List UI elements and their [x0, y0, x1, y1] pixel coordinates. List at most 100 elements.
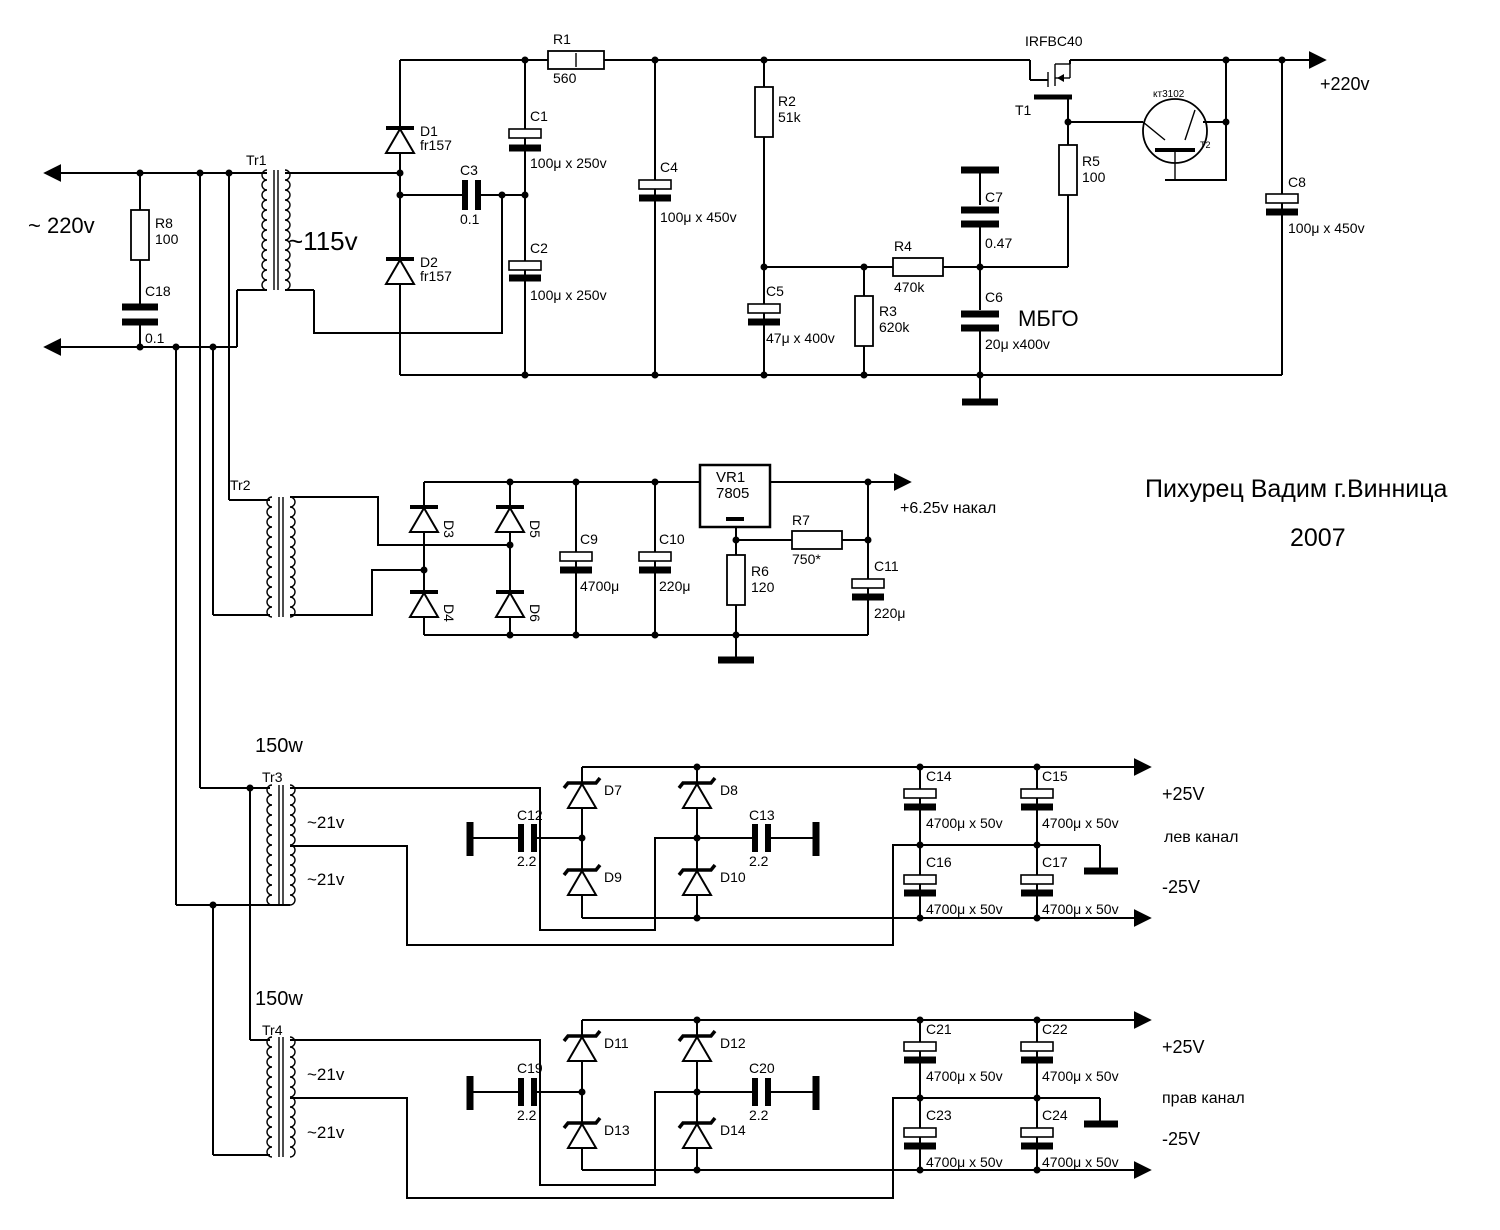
c20-value: 2.2 — [749, 1107, 769, 1123]
c4-value: 100μ x 450v — [660, 209, 737, 225]
t1-label: T1 — [1015, 102, 1032, 118]
c22-label: C22 — [1042, 1021, 1068, 1037]
c21-capacitor — [903, 1041, 937, 1052]
t2-label: T2 — [1200, 140, 1211, 150]
tr4-winding1-label: ~21v — [307, 1065, 345, 1084]
heater-bridge-regulator: D3 D4 D5 D6 C9 4700μ C10 220μ VR1 7805 +… — [408, 463, 996, 664]
r2-resistor — [754, 86, 774, 138]
tr4-winding2-label: ~21v — [307, 1123, 345, 1142]
t1-part-label: IRFBC40 — [1025, 33, 1083, 49]
c15-label: C15 — [1042, 768, 1068, 784]
d13-label: D13 — [604, 1122, 630, 1138]
c4-capacitor — [638, 179, 672, 190]
c10-value: 220μ — [659, 578, 690, 594]
d5-label: D5 — [527, 520, 543, 538]
tr3-transformer: 150w Tr3 ~21v ~21v — [176, 735, 1100, 946]
r4-label: R4 — [894, 238, 912, 254]
c2-capacitor — [508, 260, 542, 271]
r6-value: 120 — [751, 579, 775, 595]
mains-label: ~ 220v — [28, 213, 95, 238]
c7-value: 0.47 — [985, 235, 1012, 251]
tr1-transformer: Tr1 ~115v — [229, 152, 503, 347]
c23-label: C23 — [926, 1107, 952, 1123]
d1-diode — [384, 127, 416, 154]
tr4-label: Tr4 — [262, 1022, 283, 1038]
d11-label: D11 — [604, 1035, 629, 1051]
c2-value: 100μ x 250v — [530, 287, 607, 303]
d8-diode — [681, 782, 713, 809]
mains-input: ~ 220v R8 100 C18 0.1 — [28, 164, 265, 356]
r4-value: 470k — [894, 279, 925, 295]
d12-diode — [681, 1035, 713, 1062]
c20-label: C20 — [749, 1060, 775, 1076]
d7-diode — [566, 782, 598, 809]
t1-t2-pass-transistor: IRFBC40 T1 кт3102 T2 R5 100 C8 100μ x 45… — [1015, 33, 1370, 375]
r1-value: 560 — [553, 70, 577, 86]
left-minus25-label: -25V — [1162, 877, 1200, 897]
r6-label: R6 — [751, 563, 769, 579]
r8-resistor — [130, 209, 150, 261]
tr3-power-label: 150w — [255, 735, 303, 757]
right-minus25-label: -25V — [1162, 1129, 1200, 1149]
r5-resistor — [1058, 144, 1078, 196]
right-channel-label: прав канал — [1162, 1090, 1245, 1107]
r2-label: R2 — [778, 93, 796, 109]
c14-label: C14 — [926, 768, 952, 784]
tr4-transformer: 150w Tr4 ~21v ~21v — [255, 988, 1100, 1199]
c8-value: 100μ x 450v — [1288, 220, 1365, 236]
c5-capacitor — [747, 303, 781, 314]
tr3-winding1-label: ~21v — [307, 813, 345, 832]
r3-resistor — [854, 295, 874, 347]
d6-diode — [494, 591, 526, 618]
d11-diode — [566, 1035, 598, 1062]
c17-capacitor — [1020, 874, 1054, 885]
d6-label: D6 — [527, 604, 543, 622]
c3-label: C3 — [460, 162, 478, 178]
c15-value: 4700μ x 50v — [1042, 815, 1119, 831]
c1-label: C1 — [530, 108, 548, 124]
tr2-transformer: Tr2 — [230, 477, 510, 618]
r3-value: 620k — [879, 319, 910, 335]
d10-diode — [681, 869, 713, 896]
r2-value: 51k — [778, 109, 802, 125]
c7-label: C7 — [985, 189, 1003, 205]
r7-resistor — [791, 530, 843, 550]
c16-capacitor — [903, 874, 937, 885]
r8-label: R8 — [155, 215, 173, 231]
c4-label: C4 — [660, 159, 678, 175]
r7-label: R7 — [792, 512, 810, 528]
c5-value: 47μ x 400v — [766, 330, 835, 346]
c24-value: 4700μ x 50v — [1042, 1154, 1119, 1170]
c1-value: 100μ x 250v — [530, 155, 607, 171]
r8-value: 100 — [155, 231, 179, 247]
d3-label: D3 — [441, 520, 457, 538]
c21-value: 4700μ x 50v — [926, 1068, 1003, 1084]
c10-label: C10 — [659, 531, 685, 547]
c19-value: 2.2 — [517, 1107, 537, 1123]
c5-label: C5 — [766, 283, 784, 299]
c9-label: C9 — [580, 531, 598, 547]
d13-diode — [566, 1122, 598, 1149]
right-channel-rectifier: D11 D13 D12 D14 C19 2.2 C20 2.2 — [466, 1011, 1245, 1179]
r5-label: R5 — [1082, 153, 1100, 169]
tr1-label: Tr1 — [246, 152, 267, 168]
c19-label: C19 — [517, 1060, 543, 1076]
c2-label: C2 — [530, 240, 548, 256]
tr1-output-label: ~115v — [288, 226, 358, 256]
r4-resistor — [892, 257, 944, 277]
c14-value: 4700μ x 50v — [926, 815, 1003, 831]
c12-label: C12 — [517, 807, 543, 823]
c12-value: 2.2 — [517, 853, 537, 869]
tr4-power-label: 150w — [255, 988, 303, 1010]
c22-capacitor — [1020, 1041, 1054, 1052]
r3-label: R3 — [879, 303, 897, 319]
c11-capacitor — [851, 578, 885, 589]
c16-value: 4700μ x 50v — [926, 901, 1003, 917]
c15-capacitor — [1020, 788, 1054, 799]
c6-label: C6 — [985, 289, 1003, 305]
out-heater-label: +6.25v накал — [900, 500, 996, 517]
vr1-regulator — [698, 463, 772, 529]
d7-label: D7 — [604, 782, 622, 798]
left-channel-rectifier: D7 D9 D8 D10 C12 2.2 C13 2.2 — [466, 758, 1239, 927]
